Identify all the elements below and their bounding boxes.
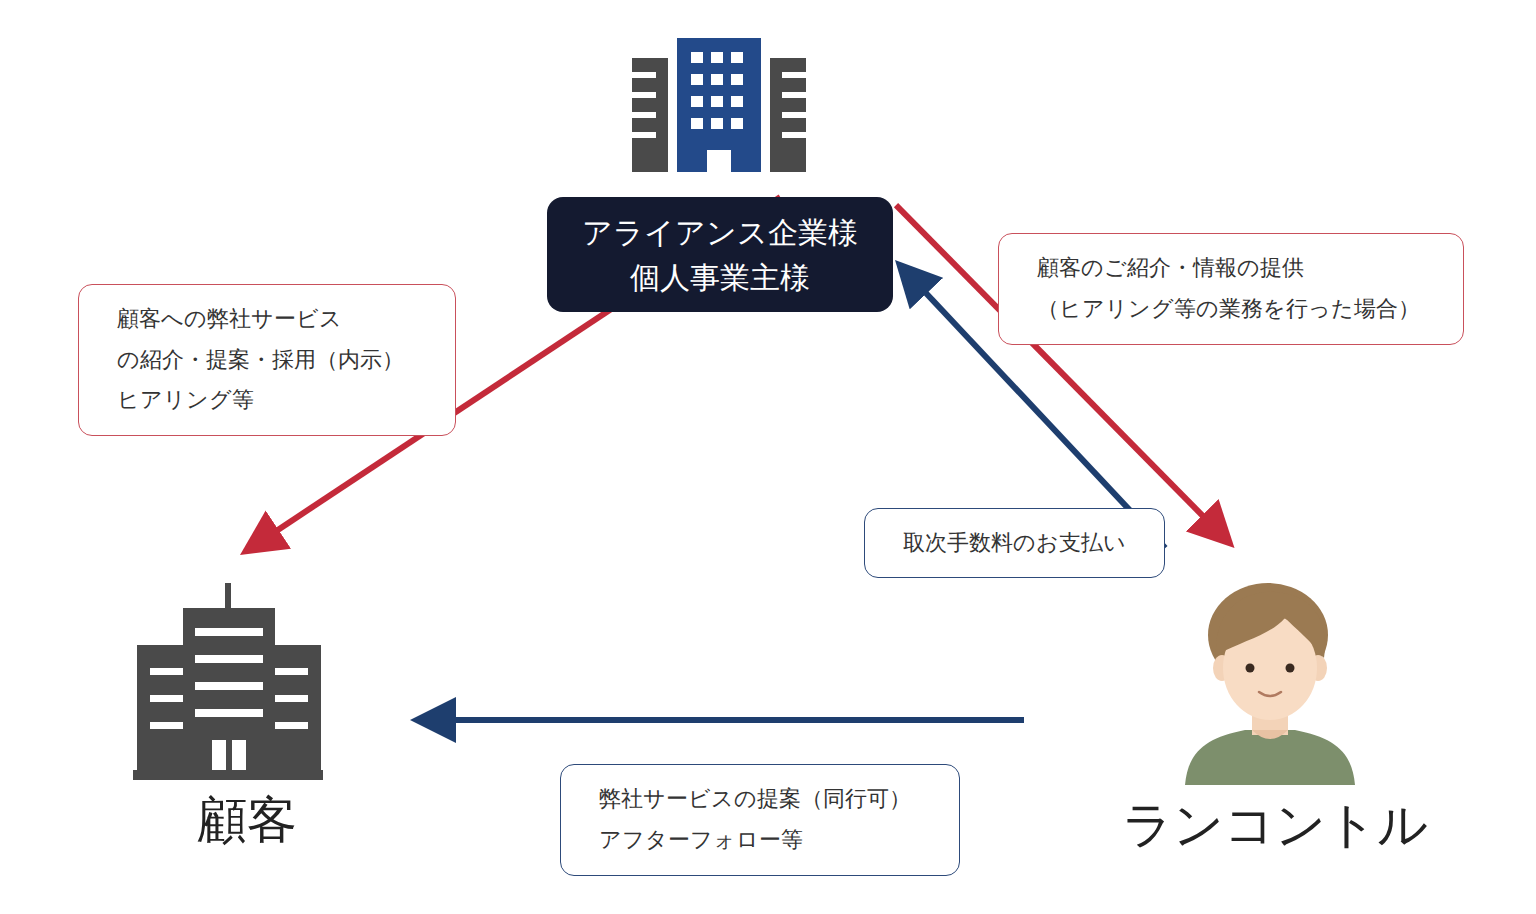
edge-label-box: 弊社サービスの提案（同行可） アフターフォロー等 xyxy=(560,764,959,875)
edge-label: 顧客への弊社サービス の紹介・提案・採用（内示） ヒアリング等 xyxy=(117,299,416,421)
partner-box: アライアンス企業様 個人事業主様 xyxy=(547,197,893,312)
arrow-connector xyxy=(450,717,1024,723)
person-illustration xyxy=(1185,583,1355,785)
person-node: ランコントル xyxy=(1102,548,1448,855)
edge-label: 取次手数料のお支払い xyxy=(903,523,1126,564)
node-label: アライアンス企業様 個人事業主様 xyxy=(567,210,873,300)
edge-label: 顧客のご紹介・情報の提供 （ヒアリング等の業務を行った場合） xyxy=(1037,248,1424,329)
office-building-icon xyxy=(632,38,806,172)
node-caption: 顧客 xyxy=(197,790,297,850)
edge-label-box: 顧客のご紹介・情報の提供 （ヒアリング等の業務を行った場合） xyxy=(998,233,1463,344)
customer-node: 顧客 xyxy=(147,555,347,850)
node-caption: ランコントル xyxy=(1122,795,1428,855)
edge-label-box: 取次手数料のお支払い xyxy=(864,508,1165,579)
edge-label-box: 顧客への弊社サービス の紹介・提案・採用（内示） ヒアリング等 xyxy=(78,284,455,436)
edge-label: 弊社サービスの提案（同行可） アフターフォロー等 xyxy=(599,779,920,860)
customer-building-icon xyxy=(133,583,323,780)
